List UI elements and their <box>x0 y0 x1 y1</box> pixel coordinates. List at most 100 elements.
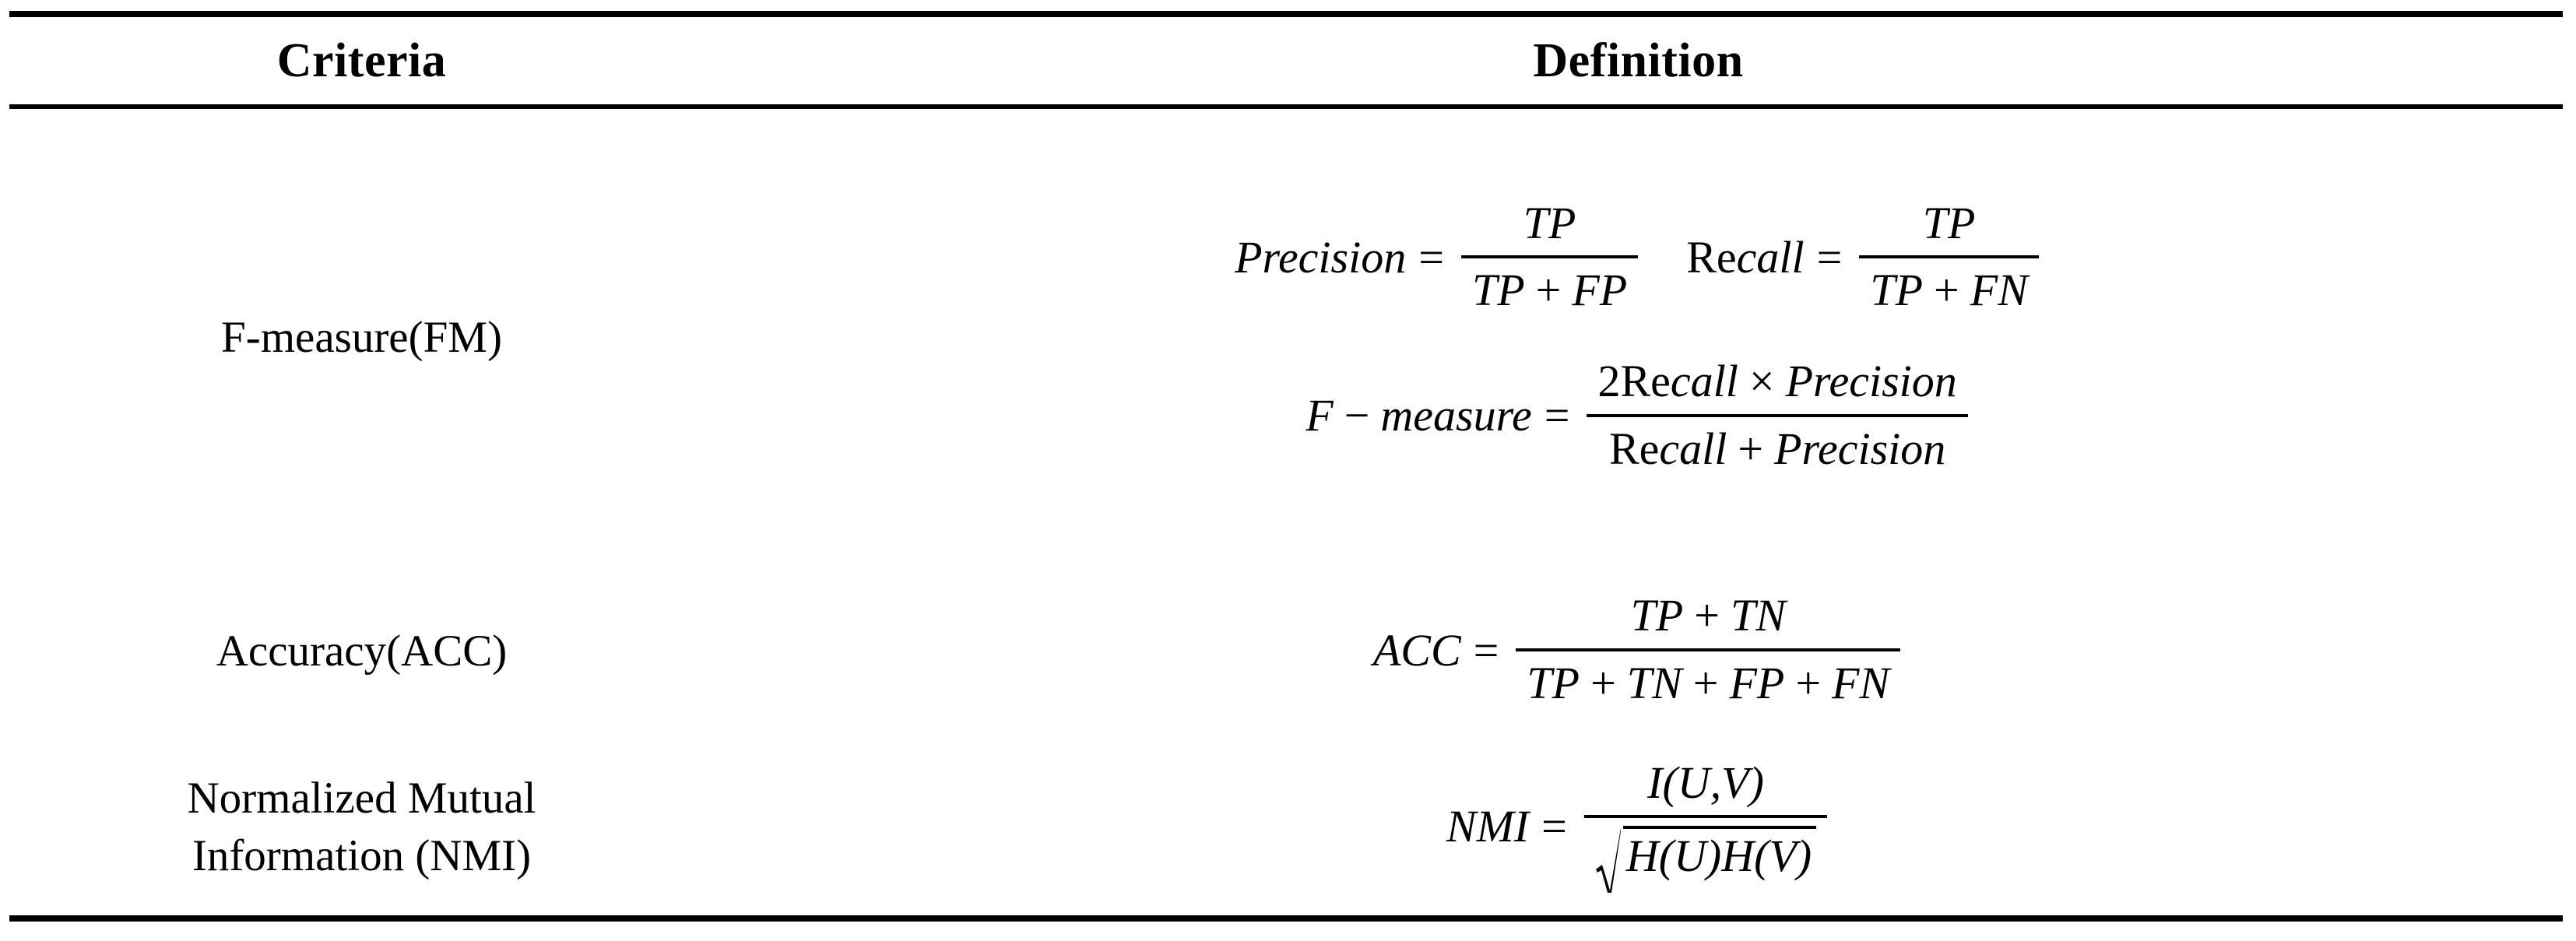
term-tp: TP <box>1527 658 1580 708</box>
table-row: F-measure(FM) Precision = TP T <box>9 109 2563 564</box>
term-tn: TN <box>1730 590 1786 641</box>
formula-nmi: NMI = I ( U , V ) <box>1446 757 1830 894</box>
fraction-denominator: TP + TN + FP + FN <box>1516 651 1900 708</box>
term-measure: measure <box>1380 390 1532 441</box>
plus-sign: + <box>1934 265 1959 316</box>
formula-precision: Precision = TP TP + FP <box>1235 197 1641 315</box>
fraction-denominator: TP + FN <box>1859 258 2039 315</box>
times-sign: × <box>1748 356 1775 406</box>
term-nmi: NMI <box>1446 800 1530 851</box>
term-precision: Precision <box>1785 356 1957 406</box>
criteria-label-fm: F-measure(FM) <box>221 312 502 362</box>
table-body: F-measure(FM) Precision = TP T <box>9 109 2563 915</box>
term-precision: Precision <box>1235 231 1407 283</box>
term-tp: TP <box>1922 197 1976 248</box>
term-h: H <box>1625 830 1659 882</box>
paren-open: ( <box>1658 830 1675 882</box>
term-f: F <box>1306 390 1334 441</box>
term-re: Re <box>1620 356 1671 406</box>
term-call: call <box>1670 356 1738 406</box>
equals-sign: = <box>1544 390 1570 441</box>
equals-sign: = <box>1541 800 1567 851</box>
formula-accuracy: ACC = TP + TN TP + TN + <box>1373 592 1903 708</box>
fraction-denominator: TP + FP <box>1461 258 1638 315</box>
paren-close: ) <box>1748 757 1764 808</box>
comma: , <box>1710 757 1722 808</box>
term-tp: TP <box>1471 265 1525 316</box>
table-top-rule <box>9 11 2563 17</box>
term-call: call <box>1736 231 1805 283</box>
fraction-bar <box>1859 255 2039 259</box>
term-i: I <box>1647 757 1663 808</box>
fraction-accuracy: TP + TN TP + TN + FP + FN <box>1516 592 1901 708</box>
table-bottom-rule <box>9 915 2563 922</box>
equals-sign: = <box>1473 624 1499 676</box>
equals-sign: = <box>1816 231 1843 283</box>
fraction-numerator: TP <box>1912 197 1987 256</box>
plus-sign: + <box>1535 265 1562 316</box>
term-fn: FN <box>1832 658 1890 708</box>
radicand: H ( U ) H ( V ) <box>1622 826 1817 893</box>
column-header-definition: Definition <box>1533 33 1744 87</box>
fraction-bar <box>1587 413 1968 417</box>
radical-sign-icon <box>1595 826 1623 894</box>
plus-sign: + <box>1694 590 1720 641</box>
term-tp: TP <box>1630 590 1684 641</box>
term-tp: TP <box>1523 197 1576 248</box>
table-header-rule <box>9 104 2563 109</box>
criteria-label-line-2: Information (NMI) <box>192 831 532 880</box>
fraction-numerator: TP + TN <box>1620 592 1797 648</box>
fraction-recall: TP TP + FN <box>1859 197 2039 315</box>
term-fn: FN <box>1970 265 2028 316</box>
formula-line-precision-recall: Precision = TP TP + FP <box>1235 197 2042 315</box>
column-header-criteria: Criteria <box>276 33 447 87</box>
square-root: H ( U ) H ( V ) <box>1595 826 1817 894</box>
term-call: call <box>1659 423 1727 474</box>
term-fp: FP <box>1729 658 1785 708</box>
criteria-label-line-1: Normalized Mutual <box>187 773 536 823</box>
plus-sign: + <box>1795 658 1822 708</box>
fraction-nmi: I ( U , V ) <box>1583 757 1828 894</box>
criteria-label-acc: Accuracy(ACC) <box>216 626 508 676</box>
equals-sign: = <box>1418 231 1444 283</box>
minus-sign: − <box>1344 390 1370 441</box>
term-v: V <box>1769 830 1797 882</box>
fraction-denominator: H ( U ) H ( V ) <box>1584 818 1827 894</box>
term-acc: ACC <box>1372 624 1461 676</box>
term-v: V <box>1721 757 1749 808</box>
term-precision: Precision <box>1774 423 1946 474</box>
definition-cell-fm: Precision = TP TP + FP <box>714 197 2563 474</box>
term-h: H <box>1721 830 1755 882</box>
term-u: U <box>1674 830 1706 882</box>
term-tn: TN <box>1626 658 1682 708</box>
criteria-definition-table: Criteria Definition F-measure(FM) Precis… <box>9 11 2563 922</box>
fraction-precision: TP TP + FP <box>1460 197 1639 315</box>
term-fp: FP <box>1572 265 1628 316</box>
paren-open: ( <box>1754 830 1769 882</box>
plus-sign: + <box>1738 423 1764 474</box>
plus-sign: + <box>1590 658 1616 708</box>
term-re: Re <box>1686 231 1737 283</box>
table-header-row: Criteria Definition <box>9 17 2563 104</box>
fraction-numerator: TP <box>1513 197 1587 256</box>
table-row: Accuracy(ACC) ACC = TP + TN TP <box>9 564 2563 736</box>
term-re: Re <box>1608 423 1660 474</box>
fraction-numerator: I ( U , V ) <box>1636 757 1775 816</box>
coefficient-two: 2 <box>1597 356 1621 406</box>
paren-close: ) <box>1706 830 1722 882</box>
term-tp: TP <box>1870 265 1924 316</box>
definition-cell-acc: ACC = TP + TN TP + TN + <box>714 592 2563 708</box>
fraction-bar <box>1583 815 1828 819</box>
table-row: Normalized Mutual Information (NMI) NMI … <box>9 736 2563 915</box>
fraction-bar <box>1460 255 1639 259</box>
paren-close: ) <box>1796 830 1812 882</box>
term-u: U <box>1677 757 1710 808</box>
plus-sign: + <box>1692 658 1719 708</box>
fraction-bar <box>1516 648 1901 651</box>
paren-open: ( <box>1662 757 1678 808</box>
